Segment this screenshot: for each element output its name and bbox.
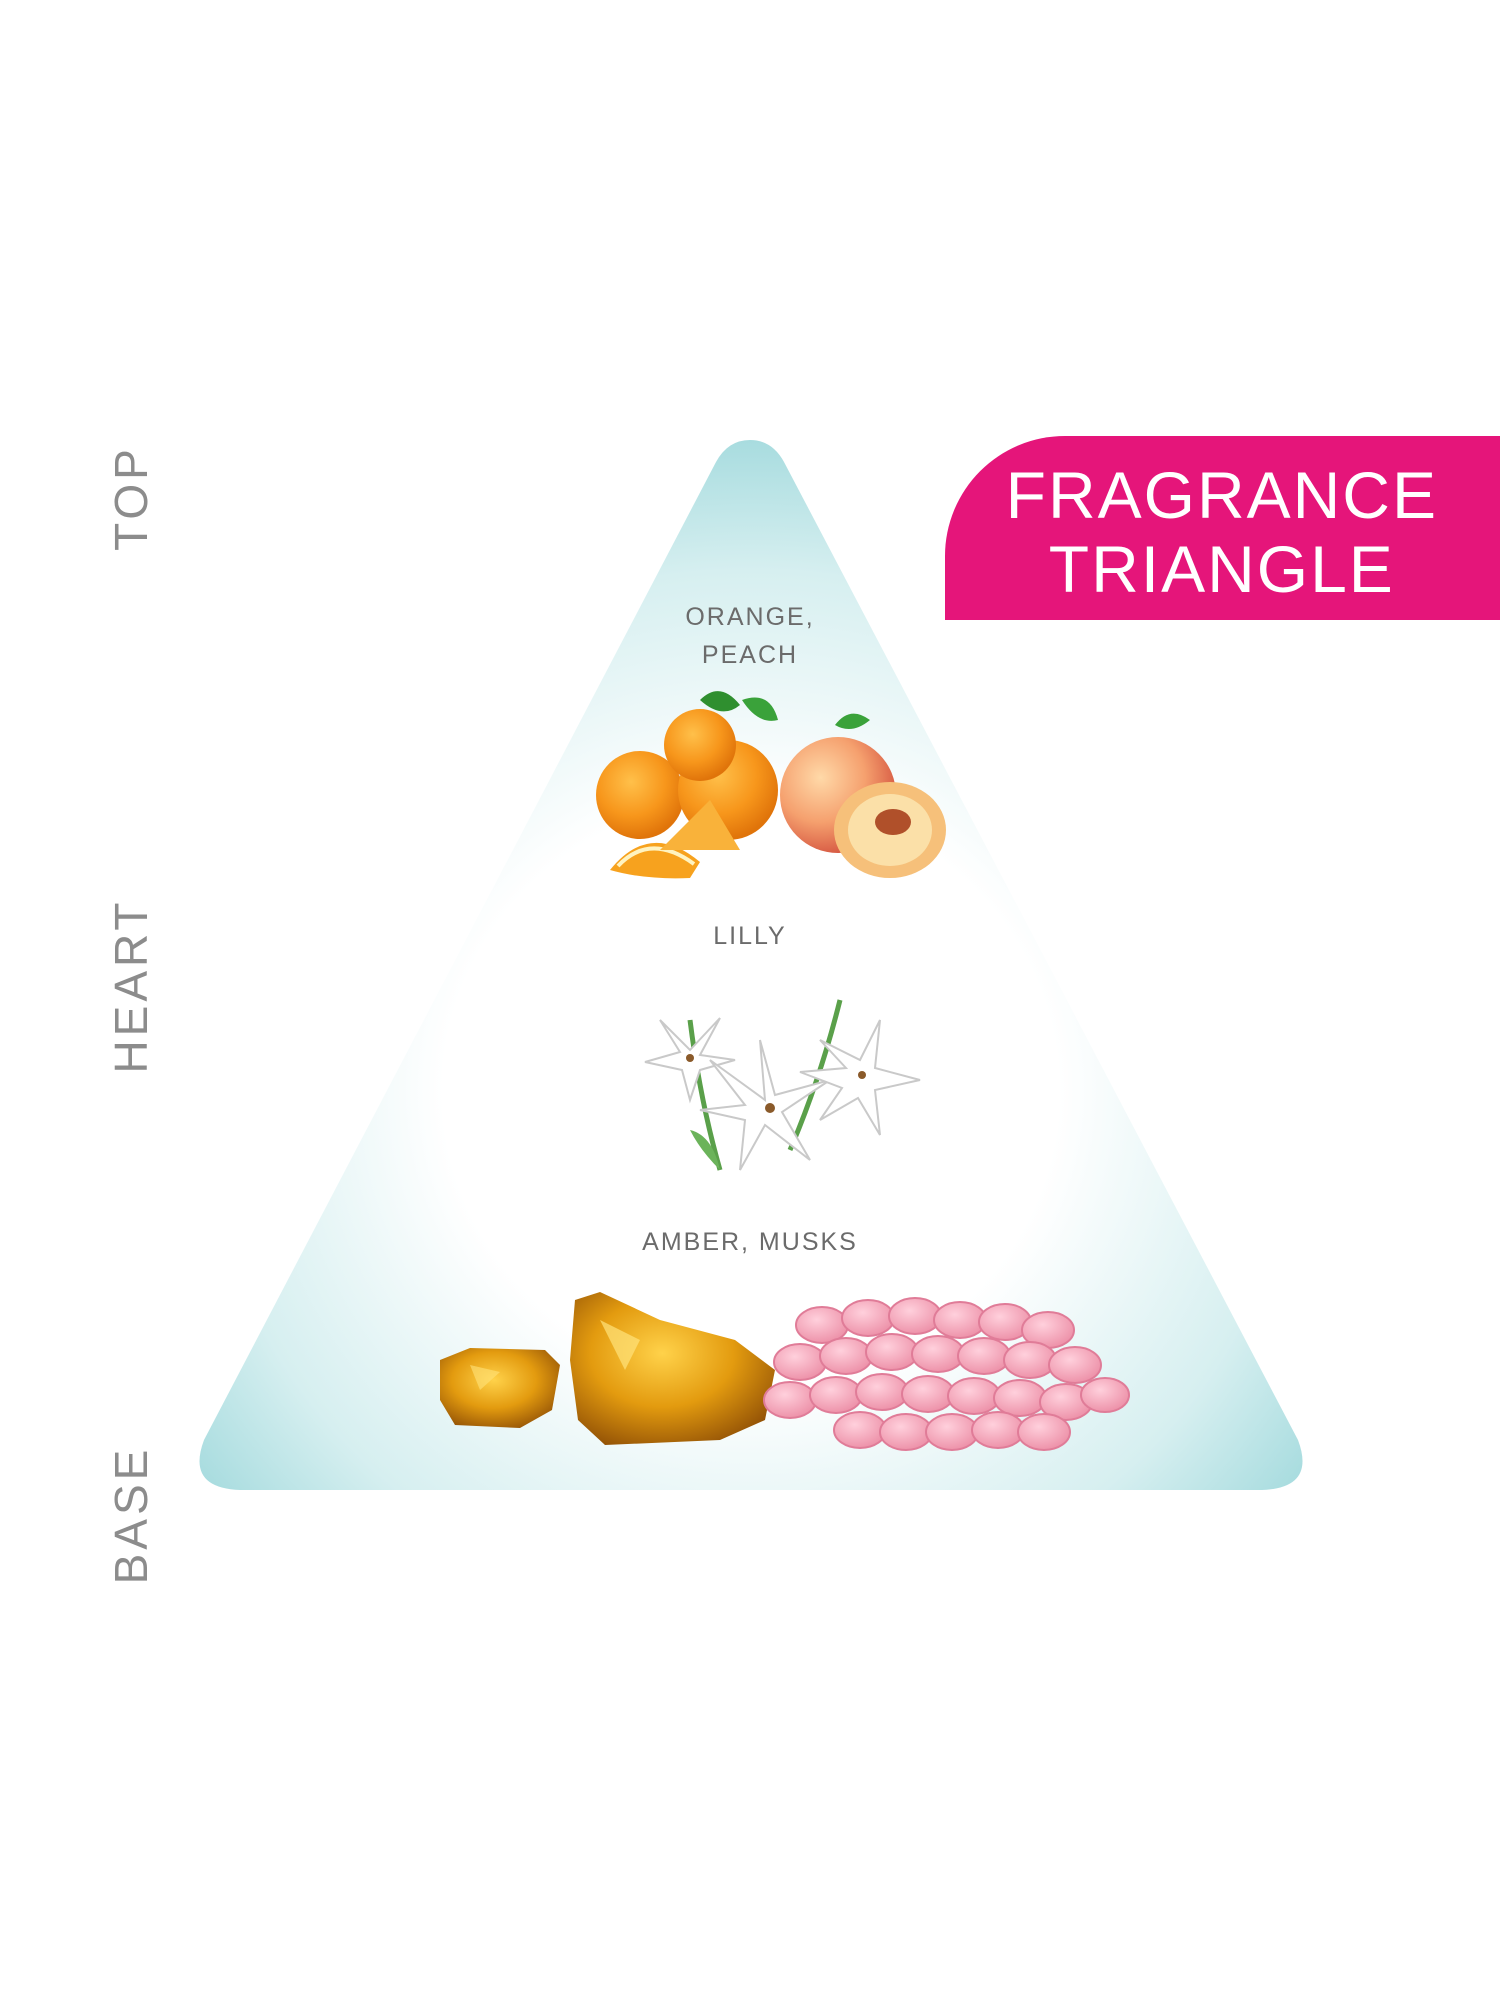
badge-title: FRAGRANCE TRIANGLE [1006, 458, 1438, 606]
top-notes-label: ORANGE, PEACH [650, 598, 850, 674]
fragrance-triangle [199, 440, 1303, 1490]
top-notes-line2: PEACH [701, 641, 799, 669]
base-notes-label: AMBER, MUSKS [642, 1228, 858, 1256]
level-label-top: TOP [105, 445, 157, 551]
badge-title-line2: TRIANGLE [1048, 532, 1395, 606]
top-notes-line1: ORANGE, [685, 603, 815, 631]
level-label-base: BASE [105, 1445, 157, 1585]
heart-notes-label: LILLY [713, 922, 787, 950]
pink-musk-tablets-image [763, 1297, 1130, 1451]
fragrance-triangle-badge: FRAGRANCE TRIANGLE [945, 436, 1500, 620]
badge-title-line1: FRAGRANCE [1005, 458, 1438, 532]
orange-peach-image [596, 691, 946, 879]
level-label-heart: HEART [105, 898, 157, 1074]
lily-flower-image [644, 999, 921, 1171]
amber-stone-image [440, 1292, 775, 1445]
